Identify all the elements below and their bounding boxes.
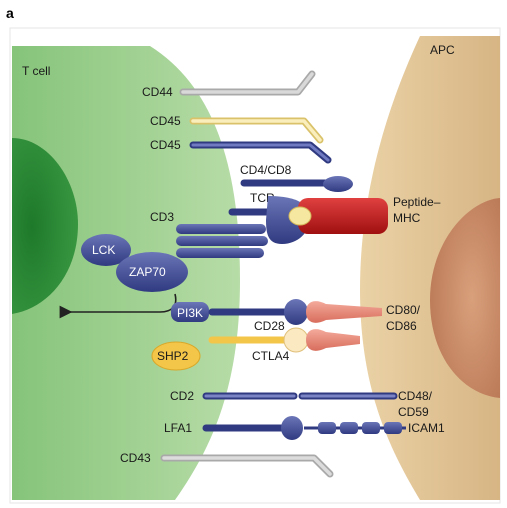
cd45-cream-highlight	[191, 119, 322, 142]
cd4-cd8-label: CD4/CD8	[240, 163, 292, 177]
panel-letter: a	[6, 5, 14, 21]
cd80-label-line2: CD86	[386, 319, 417, 333]
zap70-molecule	[116, 252, 188, 292]
cd3-chain-3	[176, 248, 264, 258]
cd3-chain-1	[176, 224, 266, 234]
icam1-domain-1	[318, 422, 336, 434]
cd3-label: CD3	[150, 210, 174, 224]
cd2-label: CD2	[170, 389, 194, 403]
cd45-label-a: CD45	[150, 114, 181, 128]
lfa1-label: LFA1	[164, 421, 192, 435]
cd48-label-line1: CD48/	[398, 389, 433, 403]
cd44-label: CD44	[142, 85, 173, 99]
peptide-mhc-peptide	[288, 206, 312, 226]
pi3k-molecule	[171, 302, 209, 322]
peptide-mhc-body	[298, 198, 388, 234]
cd80-cd86-molecule	[306, 301, 382, 323]
ctla4-ligand	[306, 329, 360, 351]
lck-label: LCK	[92, 243, 115, 257]
cd28-label: CD28	[254, 319, 285, 333]
icam1-domain-4	[384, 422, 402, 434]
peptide-mhc-label-line1: Peptide–	[393, 195, 441, 209]
pi3k-label: PI3K	[177, 306, 203, 320]
shp2-label: SHP2	[157, 349, 189, 363]
peptide-mhc-label-line2: MHC	[393, 211, 421, 225]
ctla4-label: CTLA4	[252, 349, 290, 363]
icam1-label: ICAM1	[408, 421, 445, 435]
cd28-head	[284, 299, 308, 325]
cd43-highlight	[162, 456, 332, 476]
lfa1-head	[281, 416, 303, 440]
apc-label: APC	[430, 43, 455, 57]
cd3-chain-2	[176, 236, 268, 246]
shp2-molecule	[151, 341, 201, 371]
cd44-highlight	[181, 72, 314, 94]
cd45-navy-highlight	[191, 143, 330, 162]
cd4-cd8-head	[323, 176, 353, 192]
cd48-label-line2: CD59	[398, 405, 429, 419]
apc-cell-body	[360, 36, 500, 500]
lck-molecule	[81, 234, 131, 266]
zap70-label: ZAP70	[129, 265, 166, 279]
apc-nucleus	[430, 198, 500, 398]
cd45-label-b: CD45	[150, 138, 181, 152]
icam1-domain-3	[362, 422, 380, 434]
cd80-label-line1: CD80/	[386, 303, 421, 317]
icam1-domain-2	[340, 422, 358, 434]
cd43-label: CD43	[120, 451, 151, 465]
t-cell-label: T cell	[22, 64, 50, 78]
t-cell-nucleus	[12, 138, 78, 314]
